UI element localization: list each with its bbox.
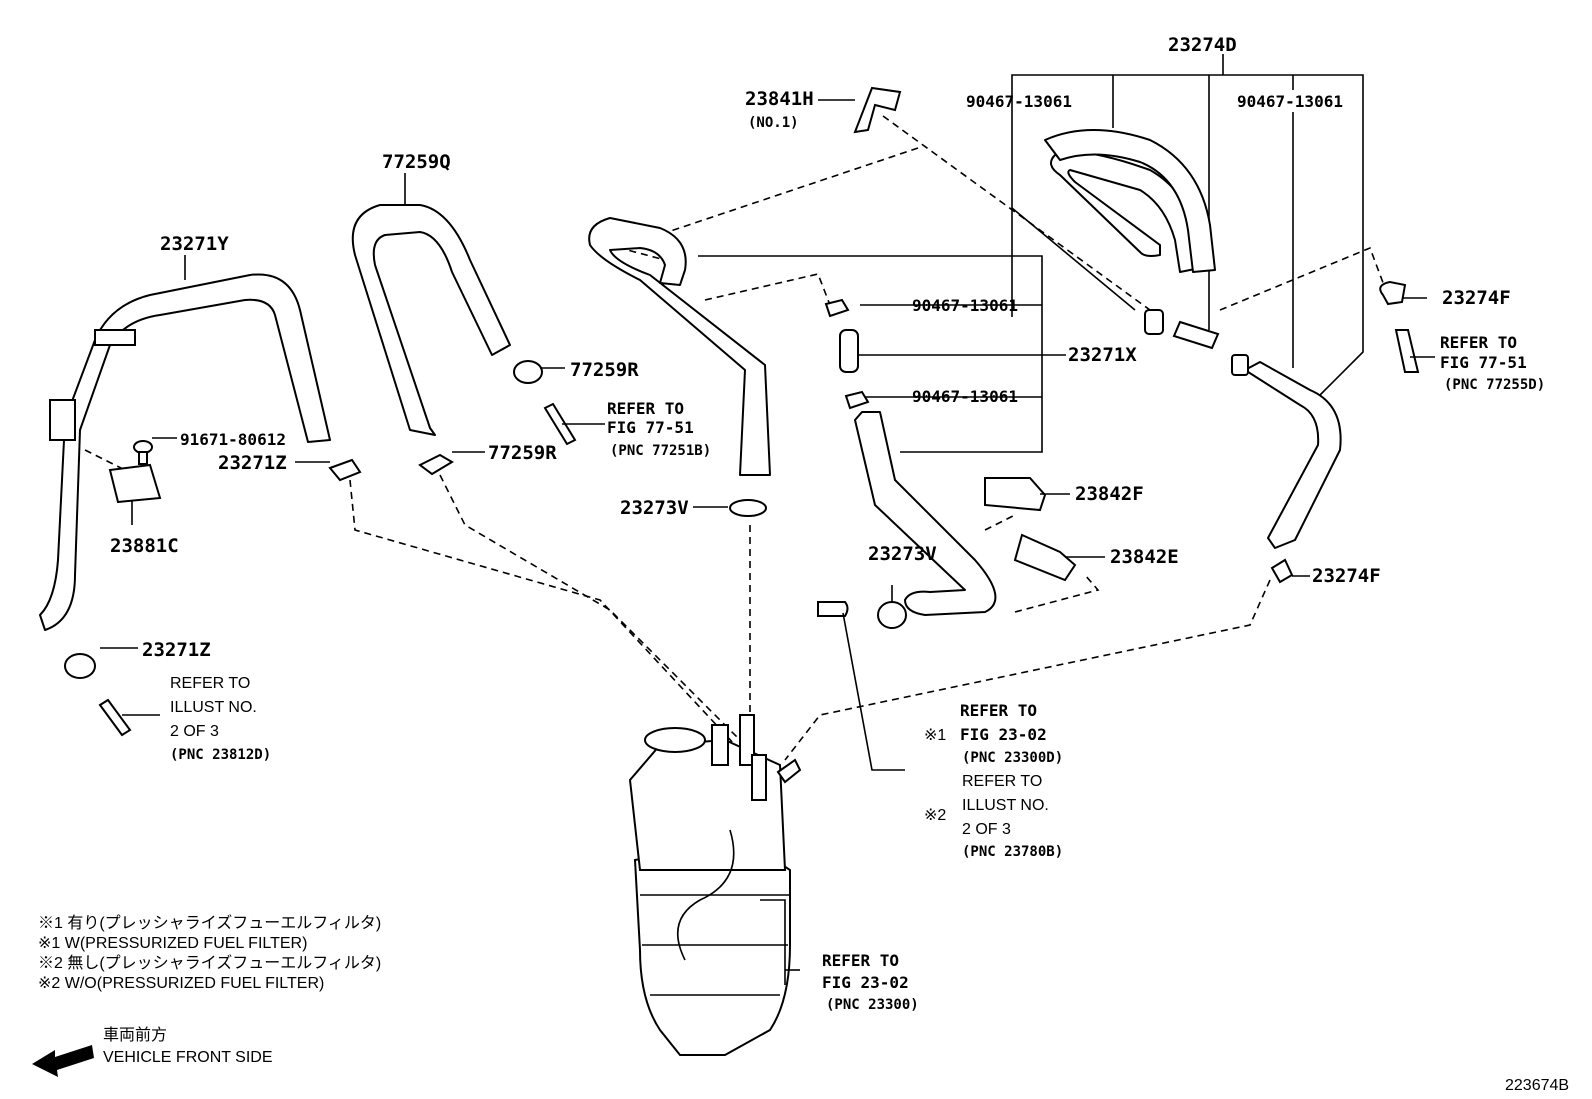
ref-77251B-line2: FIG 77-51 — [607, 418, 694, 437]
bracket-23881C — [108, 463, 162, 504]
ref-23780B-mark: ※2 — [924, 807, 946, 824]
label-23841H: 23841H — [745, 88, 814, 110]
clamp-90467-b — [844, 390, 870, 410]
label-23841H-sub: (NO.1) — [748, 115, 799, 131]
label-23271Z-bottom: 23271Z — [142, 639, 211, 661]
hose-23274D-upper — [1044, 129, 1216, 273]
ref-23812D-line3: 2 OF 3 — [170, 723, 219, 740]
fuel-filter-assembly — [628, 714, 802, 1056]
ref-77251B: REFER TO FIG 77-51 (PNC 77251B) — [607, 399, 711, 459]
note-2-en: ※2 W/O(PRESSURIZED FUEL FILTER) — [38, 975, 324, 992]
clamp-23274F-bottom — [1270, 558, 1294, 584]
label-23881C: 23881C — [110, 535, 179, 557]
clamp-23273V-top — [729, 499, 767, 517]
label-90467-b: 90467-13061 — [1237, 92, 1343, 111]
ref-23300D: REFER TO ※1 FIG 23-02 (PNC 23300D) — [924, 701, 1063, 766]
label-23271Y: 23271Y — [160, 233, 229, 255]
leader-lines — [100, 99, 1435, 971]
clip-77259R — [418, 453, 454, 476]
ref-77251B-line1: REFER TO — [607, 399, 684, 418]
clip-23841H — [853, 86, 902, 134]
ref-23780B-line1: REFER TO — [962, 773, 1042, 790]
ref-77255D: REFER TO FIG 77-51 (PNC 77255D) — [1440, 333, 1545, 393]
ref-77255D-line3: (PNC 77255D) — [1444, 377, 1545, 393]
ref-23812D-line2: ILLUST NO. — [170, 699, 257, 716]
note-1-en: ※1 W(PRESSURIZED FUEL FILTER) — [38, 935, 307, 952]
label-91671: 91671-80612 — [180, 430, 286, 449]
hose-23274D-right — [1244, 361, 1342, 549]
ref-23780B-line2: ILLUST NO. — [962, 797, 1049, 814]
label-23273V-top: 23273V — [620, 497, 689, 519]
label-23842F: 23842F — [1075, 483, 1144, 505]
label-77259R-top: 77259R — [570, 359, 639, 381]
ref-23300D-mark: ※1 — [924, 727, 946, 744]
clip-23271Z-top — [328, 458, 362, 482]
label-23271Z-top: 23271Z — [218, 452, 287, 474]
hose-23271Y — [39, 273, 331, 631]
figure-id: 223674B — [1505, 1077, 1569, 1094]
ref-23812D-line4: (PNC 23812D) — [170, 747, 271, 763]
label-77259R-bottom: 77259R — [488, 442, 557, 464]
clamp-23271Z-bottom — [64, 653, 132, 737]
ref-23300-line1: REFER TO — [822, 951, 899, 970]
ref-77251B-line3: (PNC 77251B) — [610, 443, 711, 459]
hose-23271X-lower — [854, 411, 997, 616]
clip-23842F — [984, 477, 1047, 512]
ref-23300D-line3: (PNC 23300D) — [962, 750, 1063, 766]
direction-jp: 車両前方 — [103, 1026, 167, 1044]
clip-23842E — [1013, 533, 1077, 582]
label-23274F-bottom: 23274F — [1312, 565, 1381, 587]
connector-23274D-center — [1144, 309, 1249, 376]
label-23271X: 23271X — [1068, 344, 1137, 366]
clamp-23273V-bottom — [877, 585, 907, 629]
label-77259Q: 77259Q — [382, 151, 451, 173]
clamp-23274F-top — [1379, 280, 1420, 373]
direction-en: VEHICLE FRONT SIDE — [103, 1049, 273, 1066]
label-90467-c: 90467-13061 — [912, 296, 1018, 315]
label-23274D: 23274D — [1168, 34, 1237, 56]
ref-23300: REFER TO FIG 23-02 (PNC 23300) — [822, 951, 919, 1013]
tube-bottom — [817, 601, 849, 617]
ref-23780B: REFER TO ILLUST NO. ※2 2 OF 3 (PNC 23780… — [924, 773, 1063, 860]
ref-23300D-line2: FIG 23-02 — [960, 725, 1047, 744]
bolt-91671 — [133, 440, 153, 465]
ref-23300D-line1: REFER TO — [960, 701, 1037, 720]
hose-left-center — [588, 217, 771, 476]
ref-77255D-line1: REFER TO — [1440, 333, 1517, 352]
note-2-jp: ※2 無し(プレッシャライズフューエルフィルタ) — [38, 954, 381, 972]
ref-23780B-line3: 2 OF 3 — [962, 821, 1011, 838]
ref-23300-line3: (PNC 23300) — [826, 997, 919, 1013]
clamp-90467-a — [824, 298, 850, 318]
ref-23780B-line4: (PNC 23780B) — [962, 844, 1063, 860]
front-arrow-icon — [32, 1045, 94, 1077]
label-90467-d: 90467-13061 — [912, 387, 1018, 406]
notes: ※1 有り(プレッシャライズフューエルフィルタ) ※1 W(PRESSURIZE… — [38, 914, 381, 992]
ref-77255D-line2: FIG 77-51 — [1440, 353, 1527, 372]
ref-23300-line2: FIG 23-02 — [822, 973, 909, 992]
part-labels: 23274D 23841H (NO.1) 90467-13061 90467-1… — [110, 34, 1511, 661]
note-1-jp: ※1 有り(プレッシャライズフューエルフィルタ) — [38, 914, 381, 932]
clamp-77259R-top — [513, 360, 577, 446]
hose-77259Q — [351, 204, 511, 436]
vehicle-front-indicator: 車両前方 VEHICLE FRONT SIDE — [32, 1026, 273, 1077]
ref-23812D-line1: REFER TO — [170, 675, 250, 692]
bracket-23271X — [698, 255, 1066, 453]
label-23273V-bottom: 23273V — [868, 543, 937, 565]
label-23274F-top: 23274F — [1442, 287, 1511, 309]
tube-23271X — [839, 329, 859, 373]
ref-23812D: REFER TO ILLUST NO. 2 OF 3 (PNC 23812D) — [170, 675, 271, 763]
label-90467-a: 90467-13061 — [966, 92, 1072, 111]
label-23842E: 23842E — [1110, 546, 1179, 568]
